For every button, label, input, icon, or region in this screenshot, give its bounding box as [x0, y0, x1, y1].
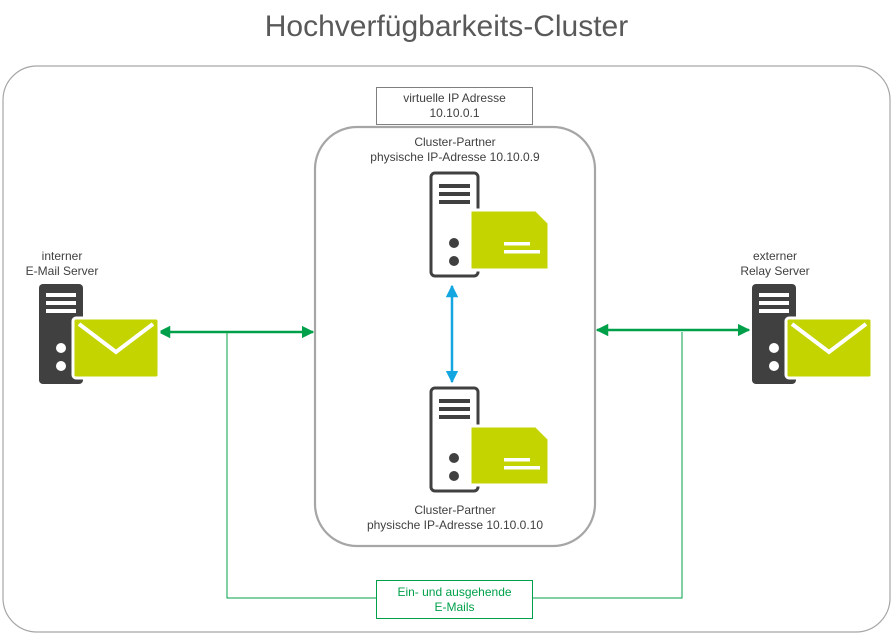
internal-server-line1: interner: [41, 249, 83, 263]
internal-mail-server-icon: [39, 284, 161, 384]
cluster-partner-bottom-ip: physische IP-Adresse 10.10.0.10: [366, 518, 544, 532]
cluster-partner-bottom-name: Cluster-Partner: [414, 503, 496, 517]
diagram-title: Hochverfügbarkeits-Cluster: [264, 10, 629, 43]
internal-server-label: interner E-Mail Server: [0, 249, 124, 279]
cluster-partner-bottom-label: Cluster-Partner physische IP-Adresse 10.…: [335, 503, 575, 533]
internal-server-line2: E-Mail Server: [25, 264, 99, 278]
cluster-partner-top-label: Cluster-Partner physische IP-Adresse 10.…: [335, 135, 575, 165]
external-server-line1: externer: [752, 249, 798, 263]
cluster-partner-bottom-icon: [429, 386, 551, 493]
external-server-line2: Relay Server: [740, 264, 810, 278]
cluster-partner-top-name: Cluster-Partner: [414, 135, 496, 149]
cluster-partner-top-ip: physische IP-Adresse 10.10.0.9: [370, 150, 540, 164]
virtual-ip-address: 10.10.0.1: [429, 106, 480, 120]
mail-flow-line1: Ein- und ausgehende: [397, 584, 512, 599]
mail-flow-line-right: [533, 332, 683, 599]
virtual-ip-box: virtuelle IP Adresse 10.10.0.1: [376, 87, 533, 125]
cluster-partner-top-icon: [429, 171, 551, 278]
mail-flow-line2: E-Mails: [434, 599, 475, 614]
external-server-label: externer Relay Server: [713, 249, 837, 279]
mail-flow-line-left: [226, 332, 376, 599]
virtual-ip-label: virtuelle IP Adresse: [403, 91, 506, 105]
mail-flow-box: Ein- und ausgehende E-Mails: [376, 580, 533, 619]
external-relay-server-icon: [752, 284, 874, 384]
